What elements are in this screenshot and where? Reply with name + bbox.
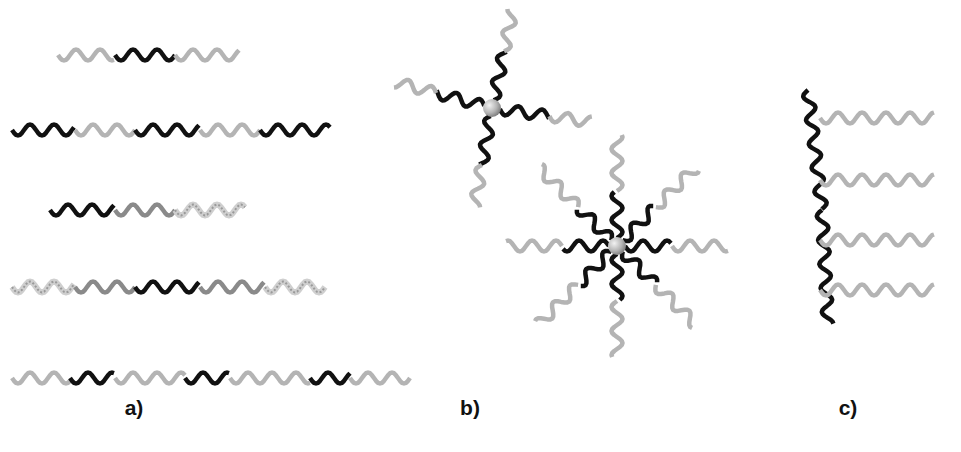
polymer-block	[612, 301, 623, 357]
polymer-block	[12, 373, 70, 384]
polymer-block	[672, 241, 728, 252]
polymer-block	[185, 373, 229, 384]
polymer-block	[612, 254, 623, 300]
polymer-block	[265, 282, 325, 293]
polymer-block	[437, 90, 485, 106]
polymer-block	[12, 282, 74, 293]
polymer-block	[655, 285, 692, 328]
polymer-block	[542, 164, 579, 207]
polymer-block	[612, 192, 623, 238]
star-core	[608, 237, 626, 255]
polymer-block	[563, 241, 609, 252]
polymer-block	[135, 282, 199, 293]
polymer-block	[506, 241, 562, 252]
polymer-block	[820, 113, 934, 124]
polymer-block	[200, 282, 264, 293]
polymer-block	[500, 106, 549, 119]
polymer-block	[50, 205, 114, 216]
polymer-block	[175, 50, 239, 61]
polymer-block	[394, 80, 436, 94]
polymer-block	[820, 235, 934, 246]
polymer-block	[12, 125, 74, 136]
polymer-block	[817, 210, 834, 324]
polymer-block	[115, 373, 185, 384]
polymer-block	[75, 282, 135, 293]
polymer-block	[471, 165, 484, 207]
polymer-block	[479, 116, 493, 165]
polymer-block	[577, 210, 612, 241]
polymer-block	[623, 206, 654, 241]
polymer-block	[115, 50, 175, 61]
polymer-block	[200, 125, 260, 136]
panel-label: a)	[125, 396, 144, 420]
polymer-block	[803, 90, 827, 209]
polymer-block	[115, 205, 175, 216]
polymer-block	[12, 282, 74, 293]
polymer-block	[656, 171, 699, 208]
polymer-block	[549, 113, 591, 126]
polymer-block	[492, 52, 507, 100]
polymer-block	[350, 373, 410, 384]
polymer-block	[310, 373, 350, 384]
polymer-block	[581, 251, 612, 286]
polymer-block	[70, 373, 114, 384]
polymer-block	[230, 373, 310, 384]
polymer-block	[175, 205, 245, 216]
polymer-block	[502, 9, 515, 51]
polymer-block	[820, 285, 934, 296]
polymer-block	[535, 284, 578, 321]
polymer-block	[625, 241, 671, 252]
polymer-block	[260, 125, 330, 136]
polymer-block	[135, 125, 199, 136]
polymer-block	[622, 252, 657, 283]
polymer-block	[75, 125, 135, 136]
panel-label: b)	[460, 396, 480, 420]
polymer-block	[820, 175, 934, 186]
panel-label: c)	[839, 396, 858, 420]
polymer-block	[265, 282, 325, 293]
polymer-block	[612, 135, 623, 191]
star-core	[483, 99, 501, 117]
polymer-block	[58, 50, 114, 61]
polymer-block	[175, 205, 245, 216]
